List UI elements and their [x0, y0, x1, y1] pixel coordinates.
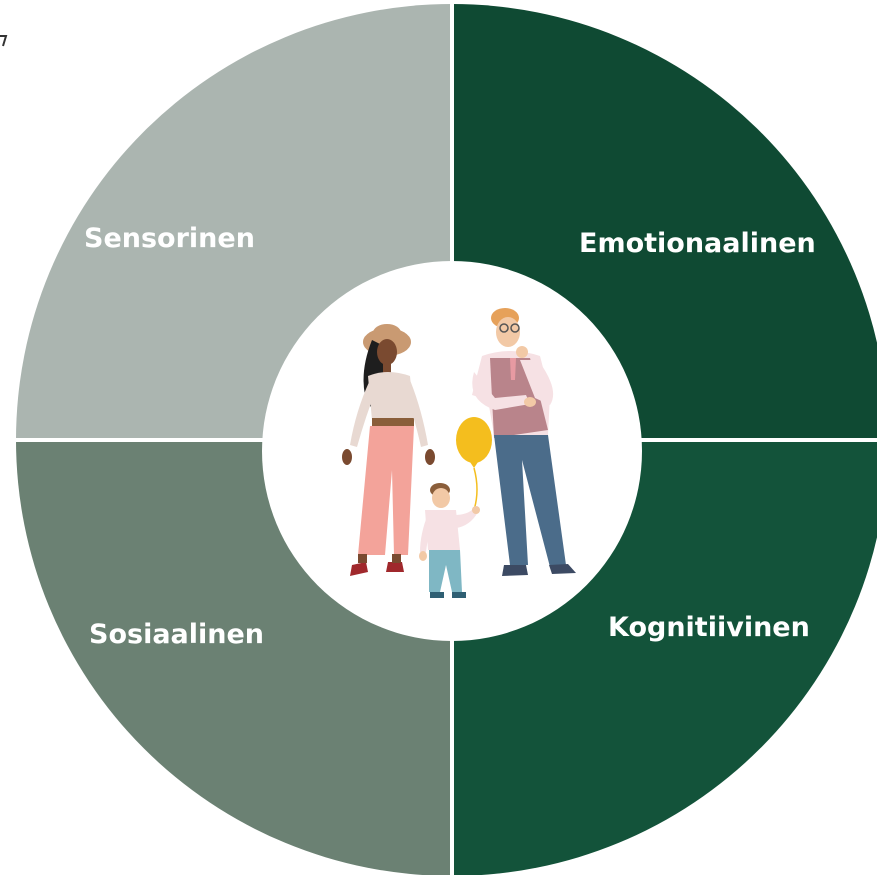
balloon-icon [456, 417, 492, 511]
corner-mark [0, 35, 8, 47]
label-cognitive: Kognitiivinen [608, 612, 810, 643]
label-sensory: Sensorinen [84, 223, 255, 254]
label-social: Sosiaalinen [89, 619, 264, 650]
family-illustration [342, 308, 576, 598]
label-emotional: Emotionaalinen [579, 228, 816, 259]
child-figure [419, 483, 480, 598]
man-figure [472, 308, 576, 576]
woman-figure [342, 324, 435, 576]
